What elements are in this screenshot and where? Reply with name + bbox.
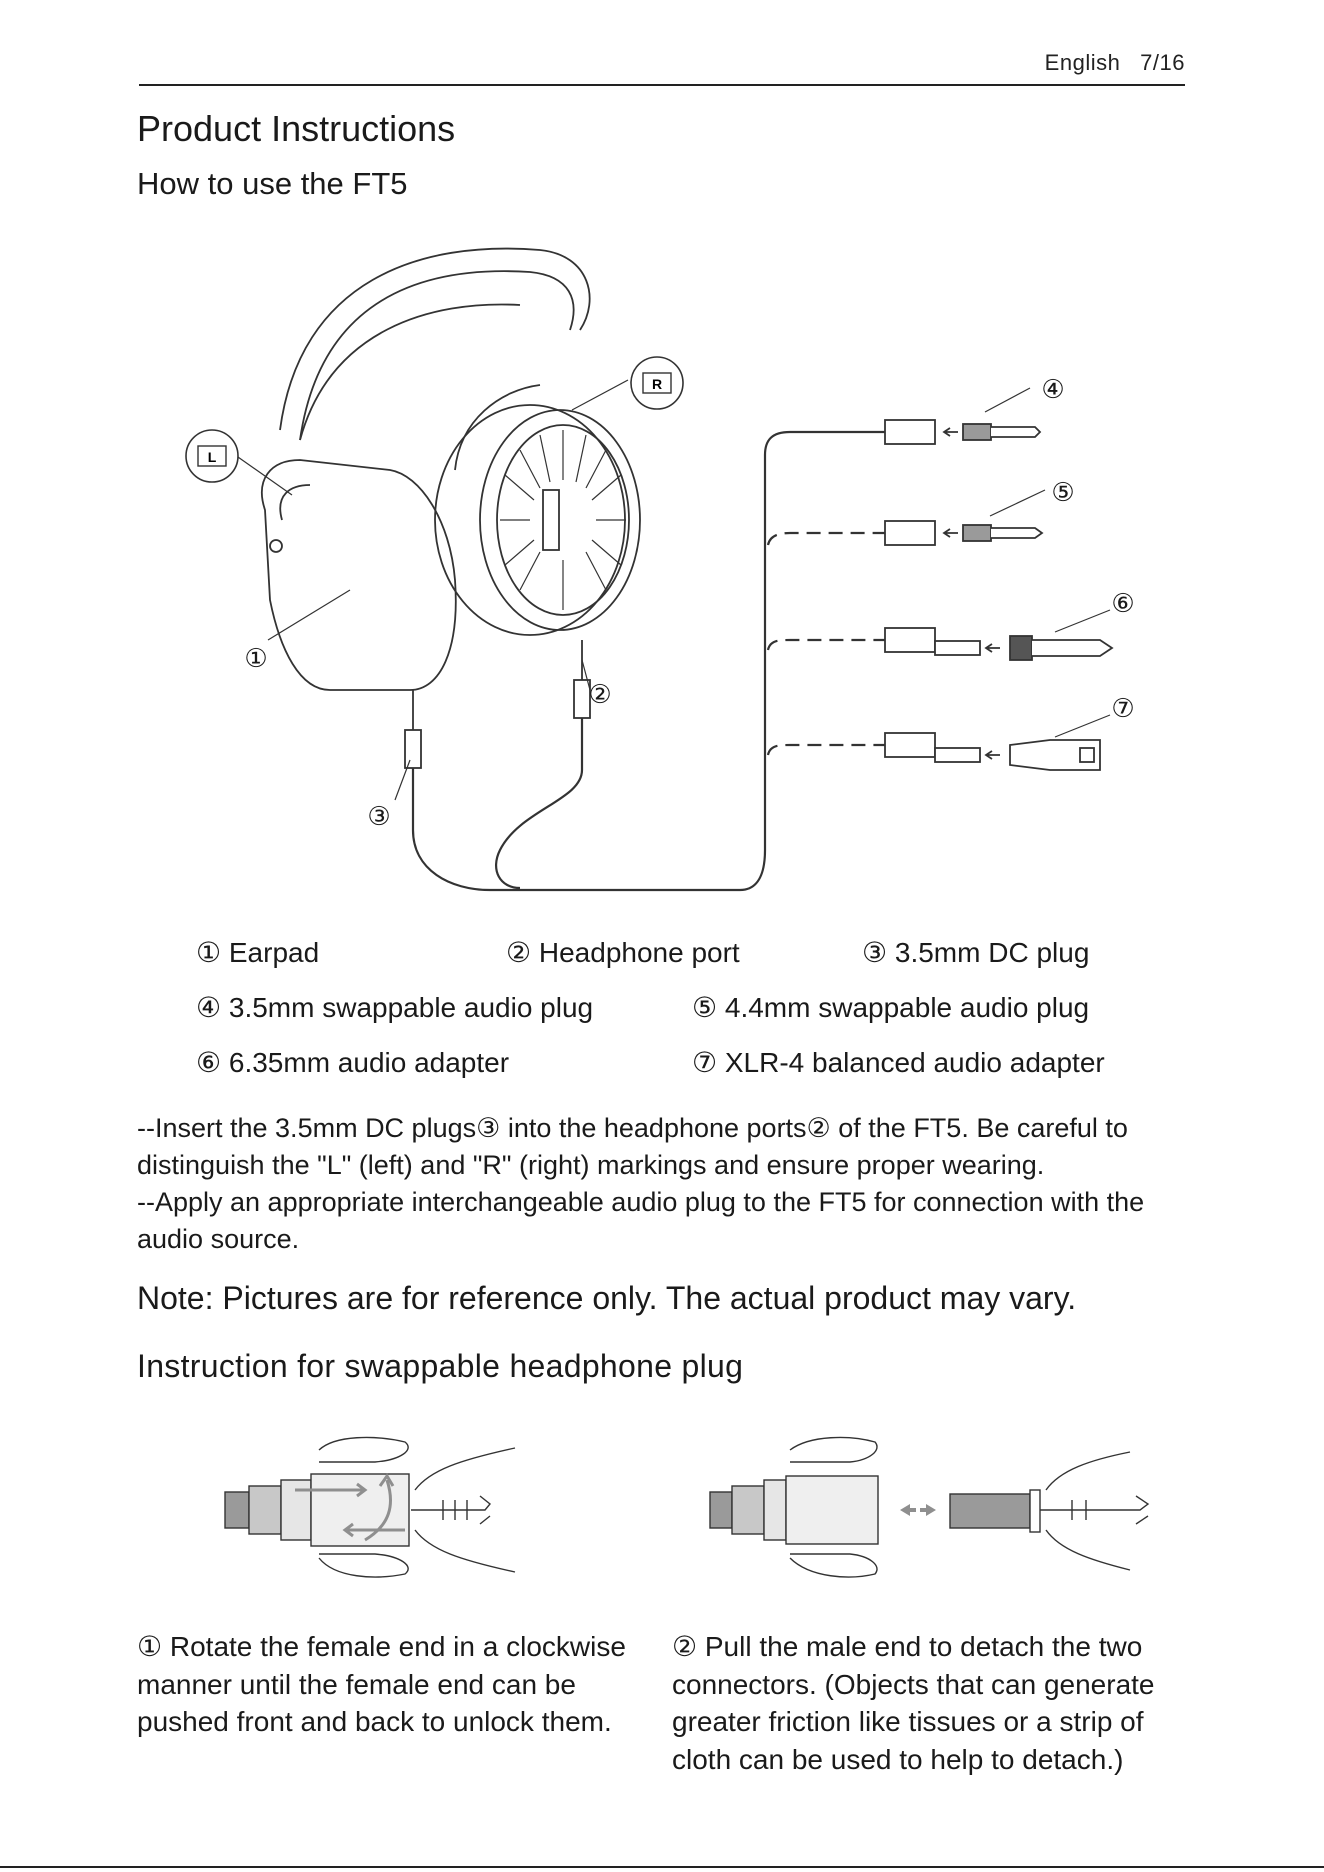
callout-3: ③ xyxy=(367,802,390,832)
instruction-paragraph: --Apply an appropriate interchangeable a… xyxy=(137,1187,1145,1254)
legend-item: ① Earpad xyxy=(196,937,320,968)
callout-6: ⑥ xyxy=(1111,589,1134,619)
legend-item: ② Headphone port xyxy=(506,937,740,968)
header-page-number: 7/16 xyxy=(1140,50,1185,75)
svg-text:R: R xyxy=(652,376,662,392)
callout-4: ④ xyxy=(1041,375,1064,405)
callout-7: ⑦ xyxy=(1111,694,1134,724)
footer-rule xyxy=(0,1866,1324,1868)
note-text: Note: Pictures are for reference only. T… xyxy=(137,1280,1077,1316)
instructions: --Insert the 3.5mm DC plugs③ into the he… xyxy=(137,1110,1197,1258)
callout-5: ⑤ xyxy=(1051,478,1074,508)
step-1-text: ① Rotate the female end in a clockwise m… xyxy=(137,1631,626,1737)
right-marker: R xyxy=(630,356,684,410)
legend-item: ⑤ 4.4mm swappable audio plug xyxy=(692,992,1090,1023)
legend-item: ⑥ 6.35mm audio adapter xyxy=(196,1047,510,1078)
page-header: English 7/16 xyxy=(1045,50,1185,76)
headphone-diagram: L R ① ② ③ ④ ⑤ ⑥ ⑦ xyxy=(185,247,1135,892)
header-rule xyxy=(139,84,1185,86)
left-marker: L xyxy=(185,429,239,483)
legend-item: ④ 3.5mm swappable audio plug xyxy=(196,992,594,1023)
svg-text:L: L xyxy=(208,449,217,465)
callout-1: ① xyxy=(244,644,267,674)
step-2-text: ② Pull the male end to detach the two co… xyxy=(672,1631,1155,1775)
page-subtitle: How to use the FT5 xyxy=(137,166,408,201)
legend-item: ⑦ XLR-4 balanced audio adapter xyxy=(692,1047,1105,1078)
page-title: Product Instructions xyxy=(137,108,456,149)
legend-item: ③ 3.5mm DC plug xyxy=(862,937,1090,968)
header-language: English xyxy=(1044,50,1121,75)
section-title: Instruction for swappable headphone plug xyxy=(137,1348,744,1384)
callout-2: ② xyxy=(588,680,611,710)
step-1-figure xyxy=(224,1436,516,1578)
instruction-paragraph: --Insert the 3.5mm DC plugs③ into the he… xyxy=(137,1113,1128,1180)
step-2-figure xyxy=(709,1436,1150,1578)
